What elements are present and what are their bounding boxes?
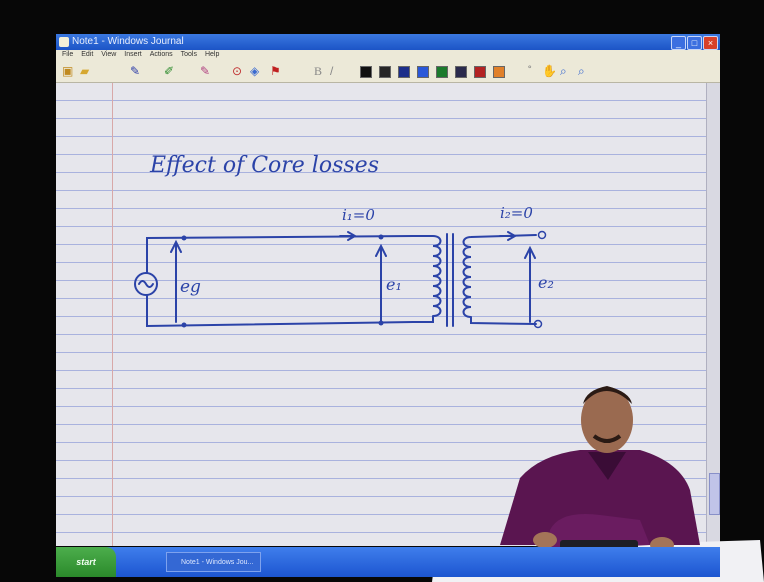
label-eg: eg (180, 277, 201, 297)
menu-tools[interactable]: Tools (180, 51, 197, 58)
highlighter-icon[interactable]: ✐ (164, 64, 175, 78)
pen-color-swatch[interactable] (436, 66, 448, 78)
zoom-out-icon[interactable]: ⌕ (578, 64, 585, 78)
maximize-button[interactable]: □ (687, 36, 702, 50)
node-dot (181, 235, 187, 241)
presenter-hand (533, 532, 557, 548)
vertical-scrollbar[interactable] (706, 83, 720, 546)
toolbar: ▣ ▰ ✎ ✐ ✎ ⊙ ◈ ⚑ B / ˚ ✋ ⌕ ⌕ (56, 60, 720, 83)
title-bar: Note1 - Windows Journal _ □ × (56, 34, 720, 50)
pen-color-swatch[interactable] (398, 66, 410, 78)
label-i1: i₁=0 (342, 206, 375, 224)
taskbar-item-journal[interactable]: Note1 - Windows Jou... (166, 552, 261, 572)
window-title: Note1 - Windows Journal (72, 36, 184, 47)
menu-view[interactable]: View (101, 51, 117, 58)
node-dot (378, 320, 384, 326)
italic-button[interactable]: / (330, 64, 334, 78)
page-margin-line (112, 83, 113, 546)
close-button[interactable]: × (703, 36, 718, 50)
presenter-hair (583, 386, 632, 404)
bold-button[interactable]: B (314, 64, 323, 78)
eg-arrow (170, 239, 182, 323)
terminal-node (533, 319, 543, 329)
transformer-core (446, 233, 454, 327)
pen-color-swatch[interactable] (455, 66, 467, 78)
pen-color-swatch[interactable] (360, 66, 372, 78)
label-i2: i₂=0 (500, 204, 533, 222)
journal-window: Note1 - Windows Journal _ □ × File Edit … (56, 34, 720, 546)
scrollbar-thumb[interactable] (709, 473, 720, 515)
primary-winding (412, 235, 442, 323)
menu-help[interactable]: Help (204, 51, 220, 58)
pen-color-swatch[interactable] (379, 66, 391, 78)
menu-bar: File Edit View Insert Actions Tools Help (56, 50, 720, 60)
label-e2: e₂ (538, 273, 554, 292)
pen-color-swatch[interactable] (417, 66, 429, 78)
more-icon[interactable]: ˚ (528, 64, 532, 78)
note-heading: Effect of Core losses (149, 153, 379, 178)
shirt-collar (588, 452, 626, 480)
label-e1: e₁ (386, 275, 402, 294)
i2-arrow (499, 231, 518, 241)
menu-edit[interactable]: Edit (81, 51, 94, 58)
flag-icon[interactable]: ⚑ (270, 64, 281, 78)
e1-arrow (375, 243, 387, 322)
journal-app-icon (59, 37, 69, 47)
i1-arrow (339, 231, 358, 241)
zoom-in-icon[interactable]: ⌕ (560, 64, 567, 78)
terminal-node (537, 230, 547, 240)
menu-insert[interactable]: Insert (124, 51, 142, 58)
presenter-shirt (500, 450, 700, 545)
pen-color-swatch[interactable] (493, 66, 505, 78)
pen-color-swatch[interactable] (474, 66, 486, 78)
taskbar: start Note1 - Windows Jou... (56, 547, 720, 577)
primary-bottom-wire (146, 294, 414, 328)
hand-icon[interactable]: ✋ (542, 64, 557, 78)
primary-top-wire (146, 235, 414, 274)
minimize-button[interactable]: _ (671, 36, 686, 50)
ac-sine-icon (138, 280, 154, 288)
eraser-icon[interactable]: ✎ (200, 64, 211, 78)
e2-arrow (524, 245, 536, 323)
folder-icon[interactable]: ▰ (80, 64, 90, 78)
selection-icon[interactable]: ◈ (250, 64, 260, 78)
menu-file[interactable]: File (62, 51, 74, 58)
presenter-moustache (592, 434, 622, 443)
start-button[interactable]: start (56, 547, 116, 577)
menu-actions[interactable]: Actions (149, 51, 173, 58)
lasso-icon[interactable]: ⊙ (232, 64, 243, 78)
node-dot (378, 234, 384, 240)
pen-icon[interactable]: ✎ (130, 64, 141, 78)
node-dot (181, 322, 187, 328)
page-icon[interactable]: ▣ (62, 64, 74, 78)
